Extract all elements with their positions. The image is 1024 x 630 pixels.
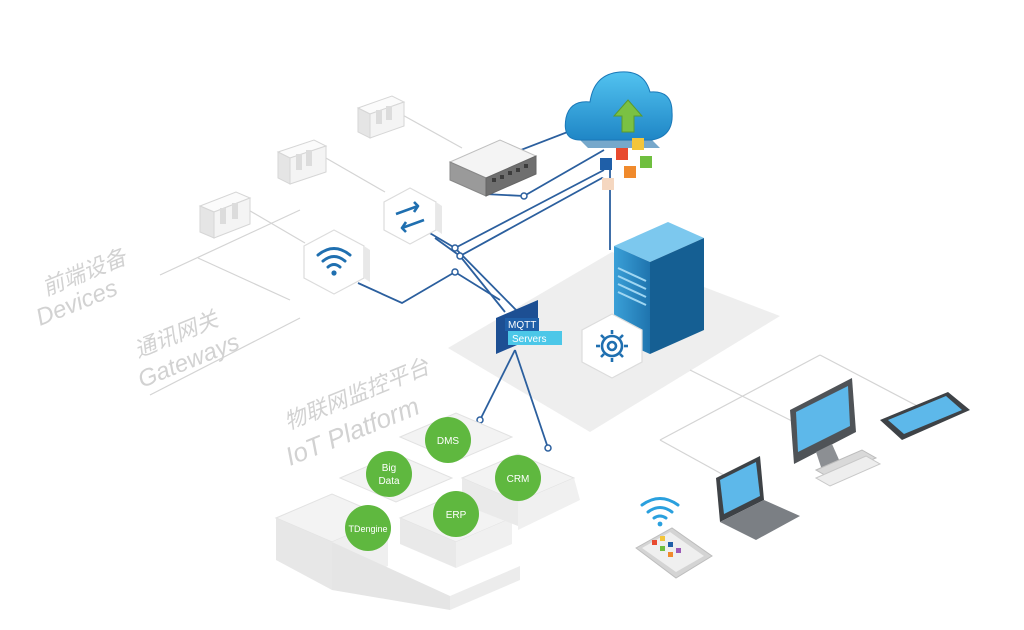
smartphone [635,527,713,579]
device-module [276,139,328,185]
tablet [880,392,970,440]
app-circles [345,417,541,551]
wifi-icon [316,247,352,269]
app-label-bigdata-line1: Big [382,463,396,474]
switch-box [448,139,538,197]
app-label-dms: DMS [437,436,460,447]
upload-arrow [612,99,644,133]
app-label-tdengine: TDengine [348,524,387,534]
gateway-gear [581,313,643,379]
color-cubes [600,138,652,190]
device-module [198,191,252,239]
exchange-arrows-icon [395,201,425,233]
server-rack [614,222,704,354]
mqtt-label-line1: MQTT [508,320,536,331]
wifi-icon [640,497,680,527]
device-module [356,95,406,139]
gear-icon [596,330,628,362]
mqtt-label-line2: Servers [512,334,546,345]
mqtt-server-badge: MQTT Servers [496,300,562,354]
monitor [790,378,878,479]
app-label-bigdata-line2: Data [378,476,400,487]
laptop [716,456,800,540]
gateway-exchange [383,187,442,245]
keyboard [814,455,882,487]
app-label-erp: ERP [446,510,467,521]
app-label-crm: CRM [507,474,530,485]
gateway-wifi [303,229,370,295]
connection-dots [451,192,552,452]
cloud-upload-icon [564,71,673,148]
